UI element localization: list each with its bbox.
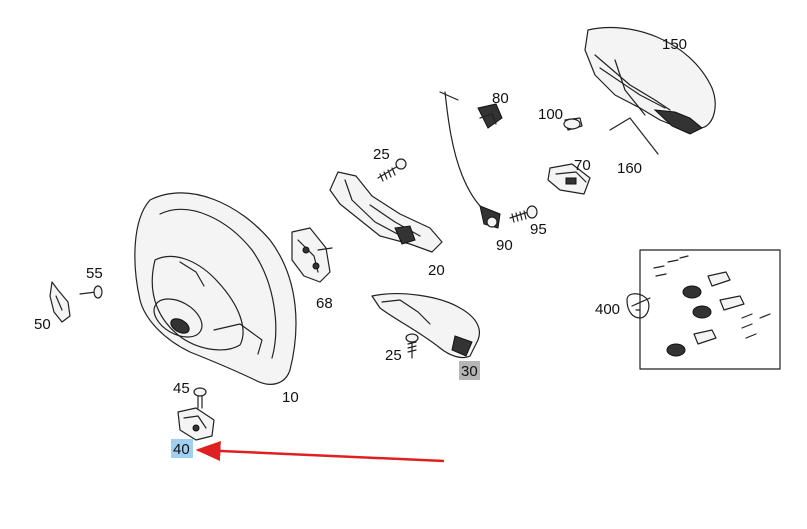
part-40-drawing [177, 407, 215, 441]
callout-25-upper: 25 [373, 146, 390, 163]
callout-160: 160 [617, 160, 642, 177]
callout-30-highlight [459, 361, 480, 380]
part-25a-drawing [377, 158, 407, 182]
kit-screws [653, 255, 771, 339]
part-55-drawing [79, 285, 103, 299]
part-10-drawing [134, 192, 297, 385]
callout-45: 45 [173, 380, 190, 397]
kit-springs [666, 285, 712, 357]
part-50-drawing [49, 281, 71, 323]
callout-90: 90 [496, 237, 513, 254]
part-100-drawing [563, 117, 583, 131]
callout-25-lower: 25 [385, 347, 402, 364]
callout-95: 95 [530, 221, 547, 238]
kit-pins [693, 271, 745, 345]
callout-100: 100 [538, 106, 563, 123]
callout-50: 50 [34, 316, 51, 333]
callout-40: 40 [173, 441, 190, 458]
callout-68: 68 [316, 295, 333, 312]
part-400-kit-box [626, 249, 781, 370]
part-70-drawing [547, 163, 591, 195]
part-80-drawing [477, 103, 503, 129]
part-25b-drawing [405, 333, 419, 359]
annotation-arrow [195, 441, 445, 463]
part-160-leader [609, 117, 659, 155]
part-45-drawing [193, 387, 207, 409]
callout-10: 10 [282, 389, 299, 406]
callout-400: 400 [595, 301, 620, 318]
part-30-drawing [371, 293, 481, 359]
part-90-drawing [439, 91, 501, 229]
part-95-drawing [509, 205, 538, 223]
callout-40-highlight [171, 439, 193, 458]
part-68-drawing [291, 227, 333, 283]
callout-150: 150 [662, 36, 687, 53]
callout-80: 80 [492, 90, 509, 107]
callout-70: 70 [574, 157, 591, 174]
part-20-drawing [329, 171, 443, 253]
callout-20: 20 [428, 262, 445, 279]
callout-55: 55 [86, 265, 103, 282]
part-150-drawing [584, 26, 716, 135]
callout-30: 30 [461, 363, 478, 380]
